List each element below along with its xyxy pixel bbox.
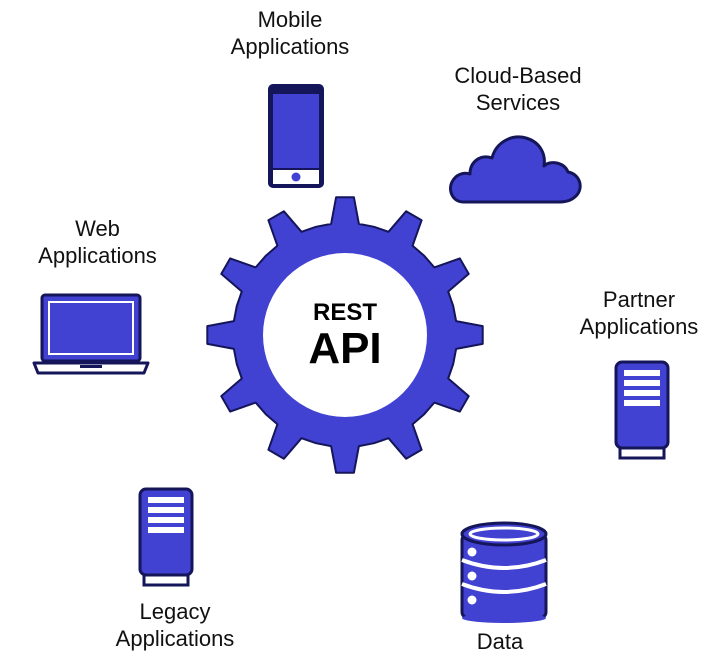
cloud-icon	[449, 135, 582, 204]
gear-icon	[206, 196, 484, 474]
laptop-icon	[32, 293, 150, 375]
api-text: API	[308, 324, 382, 373]
server-icon	[614, 360, 670, 460]
data-label: Data	[476, 629, 524, 654]
smartphone-icon	[268, 84, 324, 188]
rest-text: REST	[312, 299, 377, 326]
server-icon	[138, 487, 194, 587]
rest-api-label: REST API	[290, 300, 400, 372]
database-icon	[460, 521, 548, 623]
